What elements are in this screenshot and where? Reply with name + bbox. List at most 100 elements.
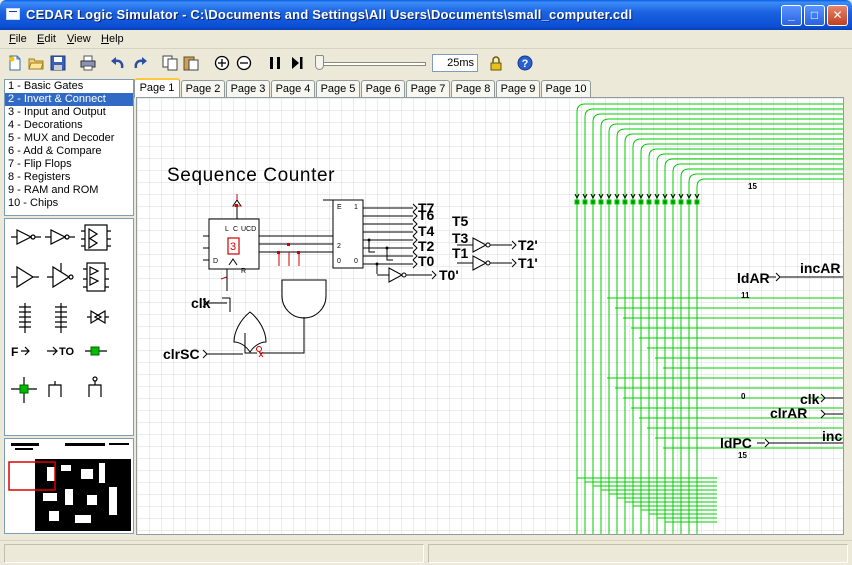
output-t2-bar: T2' bbox=[518, 237, 538, 253]
zoom-out-icon[interactable] bbox=[235, 54, 253, 72]
lock-icon[interactable] bbox=[487, 54, 505, 72]
menu-file[interactable]: File bbox=[9, 33, 27, 45]
print-icon[interactable] bbox=[79, 54, 97, 72]
bus-wire bbox=[616, 128, 843, 534]
counter-display: 3 bbox=[230, 241, 236, 253]
tristate-buffer-icon[interactable] bbox=[47, 263, 74, 289]
redo-icon[interactable] bbox=[131, 54, 149, 72]
window-title: CEDAR Logic Simulator - C:\Documents and… bbox=[26, 7, 633, 22]
tab-page-6[interactable]: Page 6 bbox=[361, 80, 405, 98]
mini-map[interactable] bbox=[4, 438, 134, 534]
tab-page-1[interactable]: Page 1 bbox=[134, 78, 180, 98]
output-t7: T7 bbox=[418, 200, 435, 216]
inverter-small-icon[interactable] bbox=[11, 229, 41, 245]
link-to-label: TO bbox=[59, 346, 75, 358]
zoom-in-icon[interactable] bbox=[213, 54, 231, 72]
speed-field[interactable]: 25ms bbox=[432, 54, 478, 72]
open-icon[interactable] bbox=[27, 54, 45, 72]
bus-tap-node bbox=[590, 199, 596, 205]
speed-slider-thumb[interactable] bbox=[315, 55, 324, 70]
bus-splitter-icon[interactable] bbox=[55, 303, 67, 333]
input-clk: clk bbox=[191, 295, 211, 311]
component-palette: F TO bbox=[4, 218, 134, 436]
bus-connector-icon[interactable] bbox=[19, 303, 31, 333]
menu-view-rest: iew bbox=[74, 33, 91, 45]
bus-tap-arrow bbox=[614, 193, 620, 200]
tab-page-4[interactable]: Page 4 bbox=[271, 80, 315, 98]
library-item[interactable]: 1 - Basic Gates bbox=[8, 80, 84, 92]
bus-wire bbox=[584, 108, 843, 534]
help-icon[interactable]: ? bbox=[516, 54, 534, 72]
save-icon[interactable] bbox=[49, 54, 67, 72]
decoder-pin-e: E bbox=[337, 204, 342, 211]
decoder-pin-2: 2 bbox=[337, 243, 341, 250]
paste-icon[interactable] bbox=[182, 54, 200, 72]
and-gate[interactable] bbox=[281, 279, 327, 319]
bus-wire bbox=[664, 158, 843, 534]
library-item[interactable]: 9 - RAM and ROM bbox=[8, 184, 99, 196]
tab-page-7[interactable]: Page 7 bbox=[406, 80, 450, 98]
library-item[interactable]: 6 - Add & Compare bbox=[8, 145, 102, 157]
vertical-scrollbar[interactable] bbox=[844, 97, 852, 535]
bus-tap-node bbox=[598, 199, 604, 205]
bus-tap-arrow bbox=[630, 193, 636, 200]
label-incl: incl bbox=[822, 428, 844, 444]
bus-tap-node bbox=[606, 199, 612, 205]
or-gate[interactable] bbox=[233, 311, 267, 353]
menu-edit[interactable]: Edit bbox=[37, 33, 56, 45]
toggle-input-icon[interactable] bbox=[88, 376, 102, 397]
tab-page-5[interactable]: Page 5 bbox=[316, 80, 360, 98]
bus-wire bbox=[648, 148, 843, 534]
tab-page-3[interactable]: Page 3 bbox=[226, 80, 270, 98]
label-ldar: ldAR bbox=[737, 270, 770, 286]
link-from-icon[interactable]: F bbox=[11, 345, 30, 359]
library-item[interactable]: 4 - Decorations bbox=[8, 119, 83, 131]
counter-chip[interactable] bbox=[208, 199, 260, 277]
bus-tap-arrow bbox=[606, 193, 612, 200]
library-item[interactable]: 7 - Flip Flops bbox=[8, 158, 72, 170]
buffer-small-icon[interactable] bbox=[45, 229, 75, 245]
bus-tap-node bbox=[694, 199, 700, 205]
bus-tap-arrow bbox=[646, 193, 652, 200]
tab-page-8[interactable]: Page 8 bbox=[451, 80, 495, 98]
tab-page-9[interactable]: Page 9 bbox=[496, 80, 540, 98]
maximize-button[interactable]: □ bbox=[804, 5, 825, 26]
bus-wire bbox=[672, 163, 843, 534]
bus-wire bbox=[576, 103, 843, 534]
speed-slider-track[interactable] bbox=[318, 62, 426, 66]
library-item[interactable]: 3 - Input and Output bbox=[8, 106, 106, 118]
undo-icon[interactable] bbox=[109, 54, 127, 72]
new-icon[interactable] bbox=[6, 54, 24, 72]
menu-view[interactable]: View bbox=[67, 33, 91, 45]
circuit-canvas[interactable]: Sequence Counter 3 L C UCD D R E 1 bbox=[136, 97, 844, 535]
menu-help[interactable]: Help bbox=[101, 33, 124, 45]
copy-icon[interactable] bbox=[161, 54, 179, 72]
buffer-bank-icon[interactable] bbox=[83, 262, 109, 292]
output-t4: T4 bbox=[418, 223, 435, 239]
library-item-selected[interactable]: 2 - Invert & Connect bbox=[5, 93, 133, 106]
bidirectional-buffer-icon[interactable] bbox=[87, 309, 109, 325]
inverter-bank-icon[interactable] bbox=[81, 224, 111, 251]
clock-input-icon[interactable] bbox=[48, 381, 62, 397]
library-item[interactable]: 10 - Chips bbox=[8, 197, 59, 209]
viewport-indicator[interactable] bbox=[8, 461, 56, 491]
output-t6: T6 bbox=[418, 207, 435, 223]
menu-help-rest: elp bbox=[108, 33, 124, 45]
tab-page-2[interactable]: Page 2 bbox=[181, 80, 225, 98]
decoder-pin-0: 0 bbox=[337, 258, 341, 265]
output-t2: T2 bbox=[418, 238, 435, 254]
pause-icon[interactable] bbox=[266, 54, 284, 72]
minimize-button[interactable]: _ bbox=[781, 5, 802, 26]
tab-page-10[interactable]: Page 10 bbox=[541, 80, 591, 98]
step-icon[interactable] bbox=[288, 54, 306, 72]
library-item[interactable]: 5 - MUX and Decoder bbox=[8, 132, 115, 144]
library-item[interactable]: 8 - Registers bbox=[8, 171, 71, 183]
number-15-top: 15 bbox=[748, 182, 757, 191]
close-button[interactable]: ✕ bbox=[827, 5, 848, 26]
bus-tap-arrow bbox=[590, 193, 596, 200]
link-to-icon[interactable] bbox=[47, 346, 58, 356]
bus-tap-arrow bbox=[598, 193, 604, 200]
label-clrar: clrAR bbox=[770, 405, 807, 421]
decoder-chip[interactable] bbox=[332, 199, 364, 269]
buffer-large-icon[interactable] bbox=[11, 265, 39, 289]
